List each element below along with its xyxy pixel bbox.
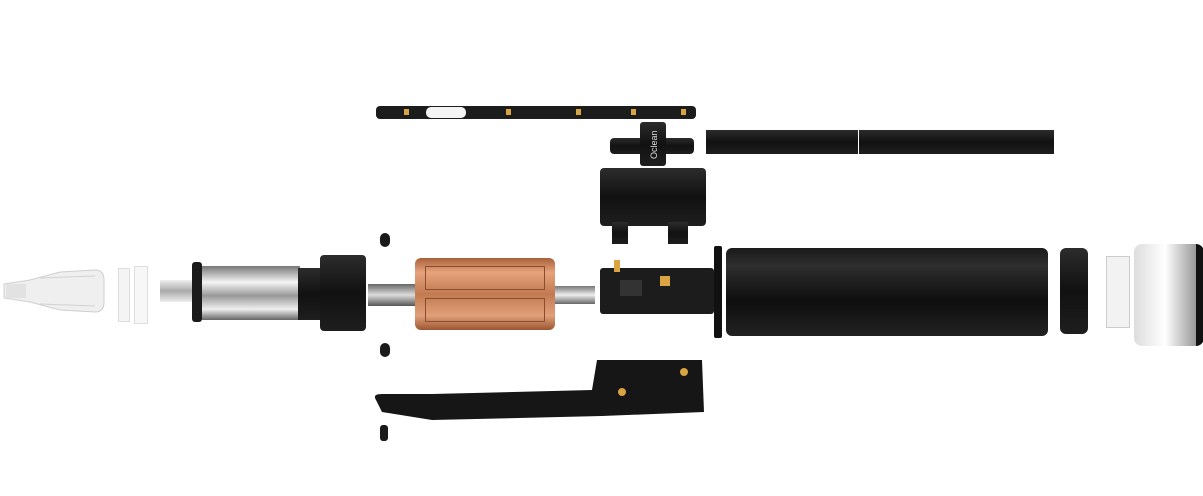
bracket-leg [668, 222, 688, 244]
tube-ring [714, 246, 722, 338]
black-ring [192, 262, 202, 322]
charging-coil-holder [1106, 256, 1130, 328]
metal-shaft [160, 280, 196, 302]
screw [380, 343, 390, 357]
divider [858, 130, 859, 154]
black-collar [298, 268, 324, 320]
motor-shaft [555, 286, 595, 304]
white-seal-ring [134, 266, 148, 324]
copper-motor-coil [415, 258, 555, 330]
black-bracket [600, 168, 706, 226]
bracket-leg [612, 222, 628, 244]
end-cap [1060, 248, 1088, 334]
silver-cylinder [202, 266, 300, 320]
motor-coupling [368, 284, 418, 306]
main-body-tube [726, 248, 1048, 336]
screw [380, 425, 388, 441]
bottom-chassis [374, 360, 704, 420]
brush-tip-nozzle [3, 269, 105, 313]
brand-label: Oclean [649, 130, 659, 160]
screw [380, 233, 390, 247]
charging-base-cap [1134, 244, 1203, 346]
white-seal-ring [118, 268, 130, 322]
black-mount-block [320, 255, 366, 331]
brand-button [640, 122, 666, 166]
main-pcb [600, 260, 714, 314]
long-black-bar [706, 130, 1054, 154]
led-strip-pcb [376, 106, 696, 119]
